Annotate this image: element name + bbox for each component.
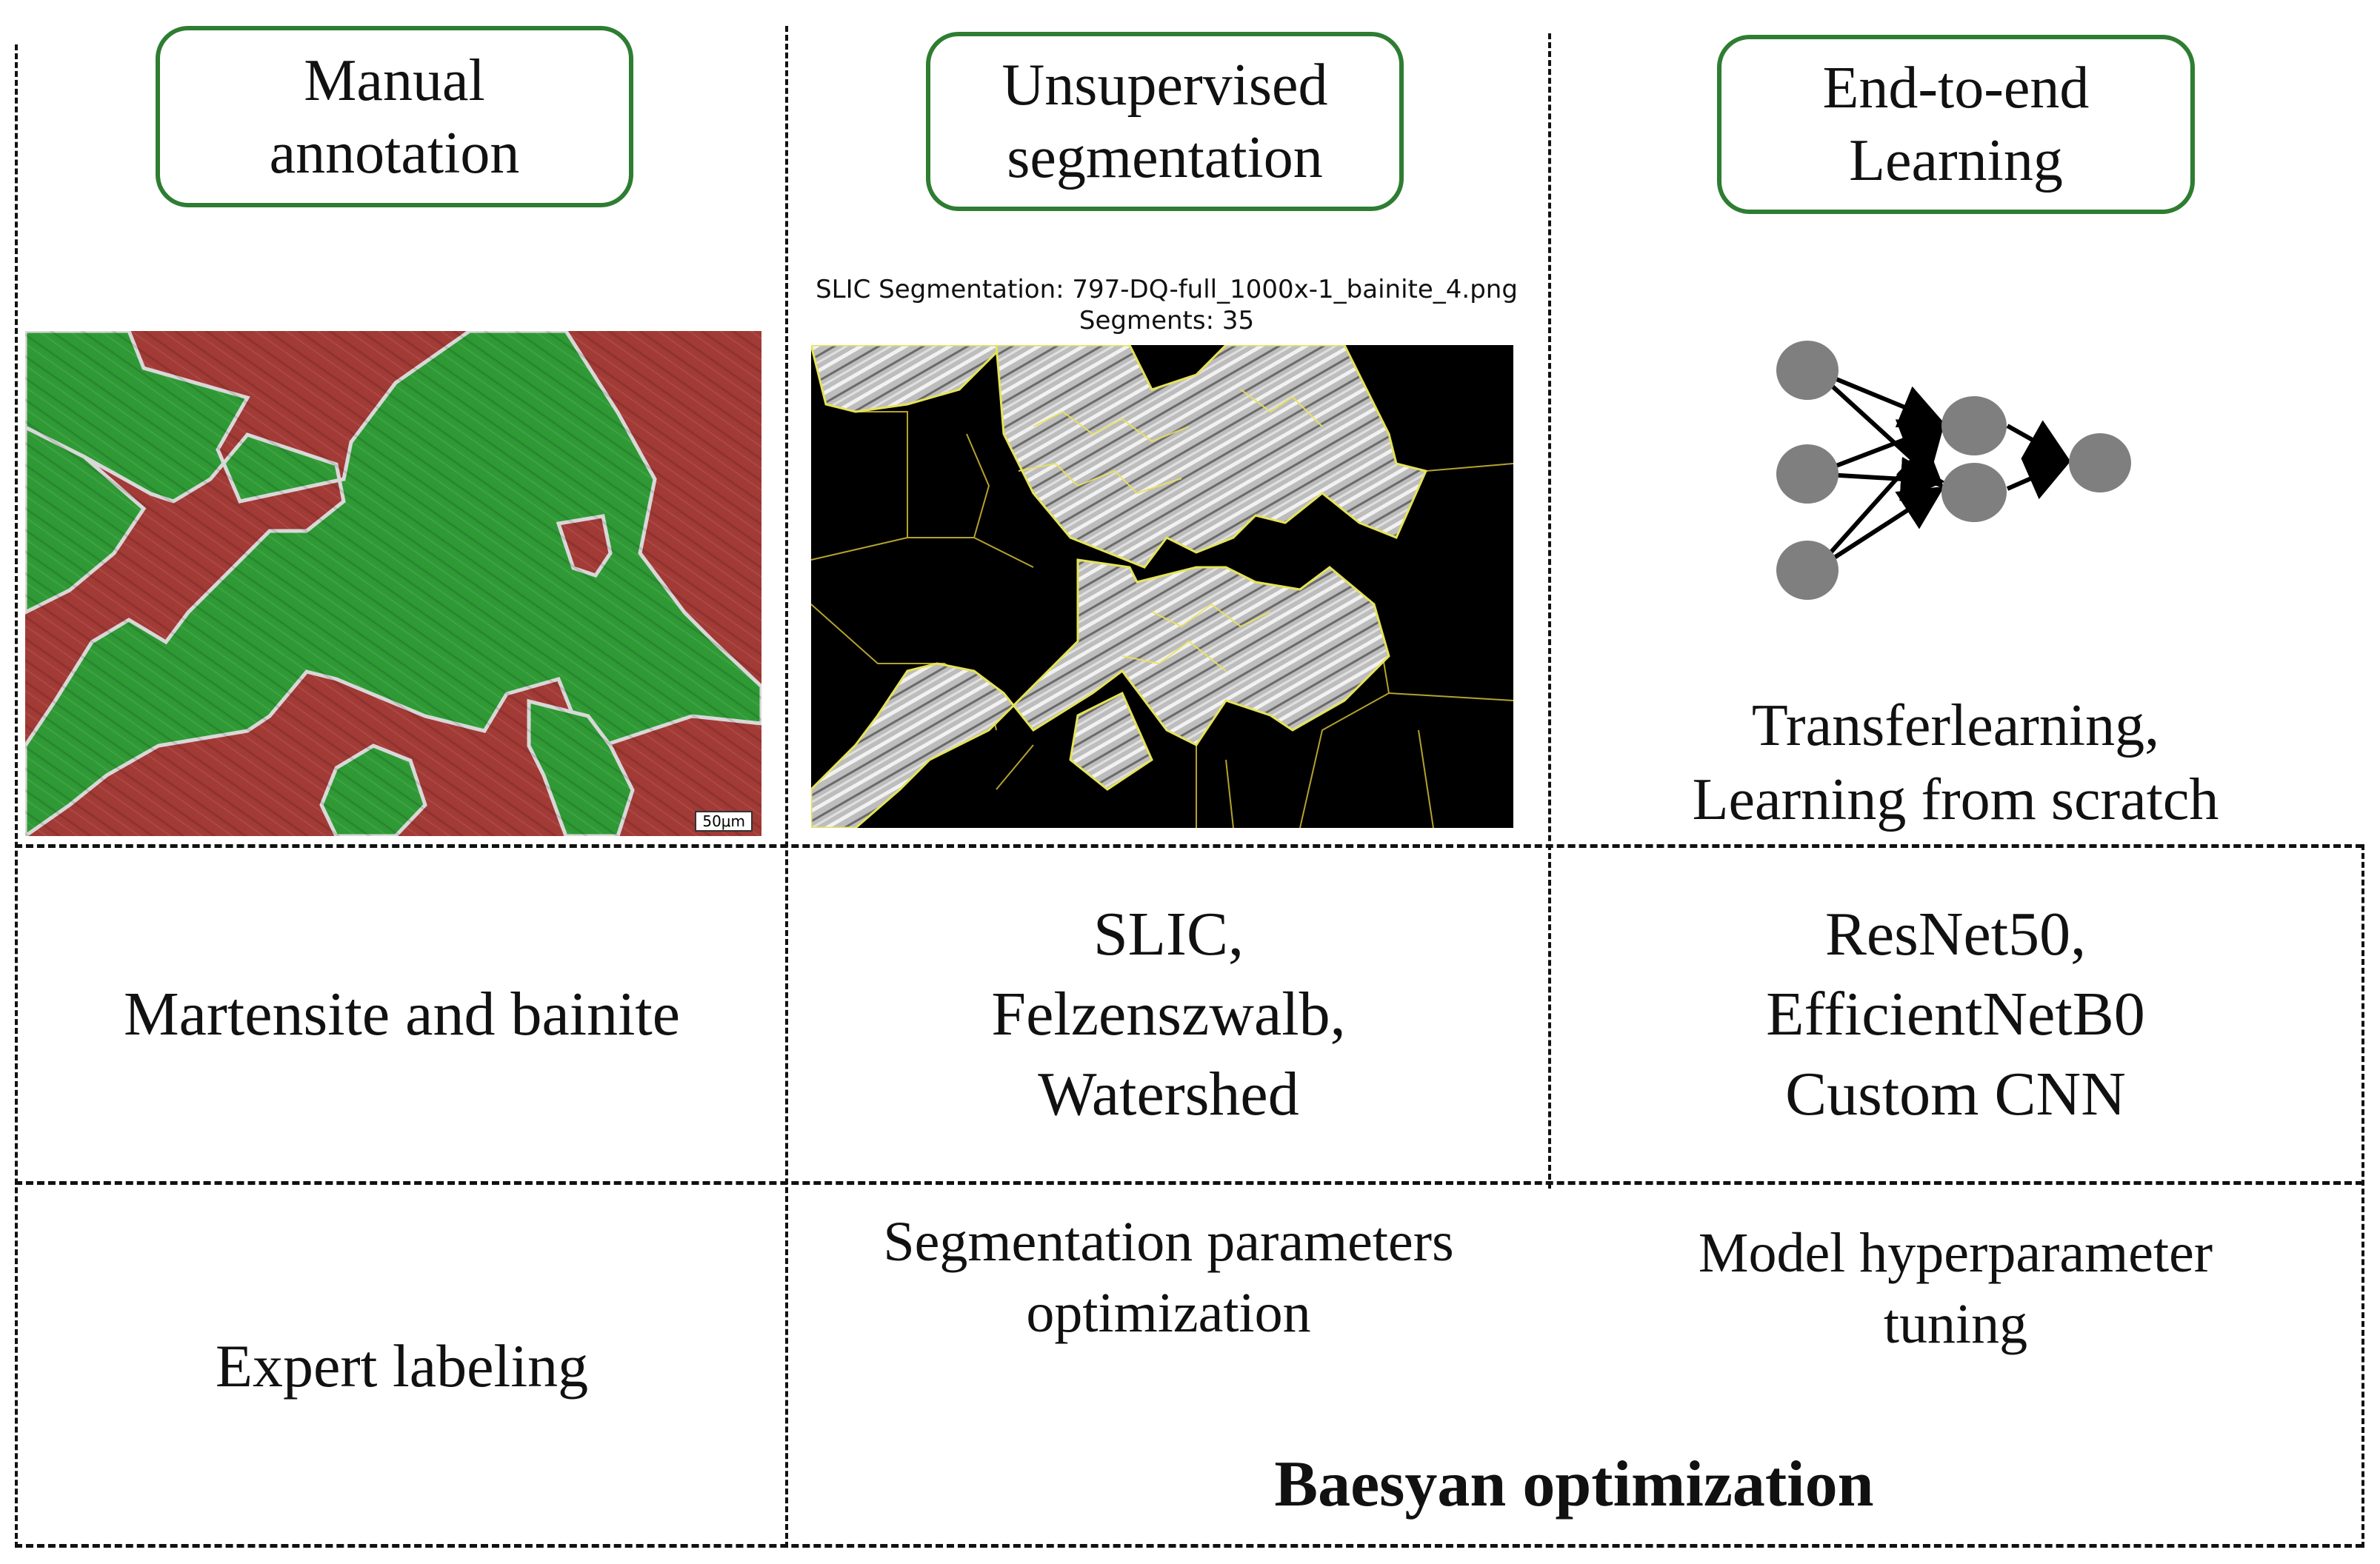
hidden-node-2 xyxy=(1941,463,2007,522)
row2-end-to-end: ResNet50, EfficientNetB0 Custom CNN xyxy=(1766,900,2145,1129)
divider-row2-row3 xyxy=(15,1181,2363,1185)
neural-network-icon xyxy=(1776,341,2131,600)
slic-plot-title-line2: Segments: 35 xyxy=(1079,306,1255,335)
input-node-1 xyxy=(1776,341,1839,400)
segment-texture-lines xyxy=(1018,389,1323,672)
row3-unsupervised: Segmentation parameters optimization xyxy=(883,1211,1454,1344)
manual-annotation-image: 50μm xyxy=(25,331,761,836)
input-node-3 xyxy=(1776,541,1839,600)
header-unsupervised-segmentation: Unsupervised segmentation xyxy=(926,32,1404,211)
bayesian-optimization-label: Baesyan optimization xyxy=(1274,1448,1874,1520)
scale-bar: 50μm xyxy=(695,811,753,832)
header-end-to-end-learning-label: End-to-end Learning xyxy=(1822,56,2090,193)
header-manual-annotation-label: Manual annotation xyxy=(269,47,520,186)
manual-annotation-map xyxy=(25,331,761,836)
row3-manual: Expert labeling xyxy=(215,1332,589,1400)
row2-manual: Martensite and bainite xyxy=(123,980,681,1049)
slic-segmentation-image xyxy=(811,345,1513,828)
divider-left xyxy=(15,44,18,1548)
neural-network-diagram xyxy=(1770,326,2141,622)
hidden-node-1 xyxy=(1941,396,2007,455)
output-node xyxy=(2069,433,2131,492)
divider-row1-row2 xyxy=(15,844,2363,848)
divider-right xyxy=(2361,844,2364,1548)
superpixel-boundaries xyxy=(811,411,1513,828)
row3-end-to-end: Model hyperparameter tuning xyxy=(1698,1222,2213,1355)
network-nodes xyxy=(1776,341,2131,600)
divider-bottom xyxy=(15,1544,2363,1548)
header-unsupervised-segmentation-label: Unsupervised segmentation xyxy=(1001,53,1328,190)
slic-plot-title: SLIC Segmentation: 797-DQ-full_1000x-1_b… xyxy=(793,274,1541,336)
header-manual-annotation: Manual annotation xyxy=(156,26,633,207)
network-caption: Transferlearning, Learning from scratch xyxy=(1692,693,2219,832)
network-connections xyxy=(1813,368,2071,572)
slic-segmentation-map xyxy=(811,345,1513,828)
retained-segments xyxy=(811,345,1428,828)
input-node-2 xyxy=(1776,444,1839,504)
divider-col1-col2 xyxy=(785,26,788,1548)
divider-col2-col3 xyxy=(1548,33,1551,1189)
header-end-to-end-learning: End-to-end Learning xyxy=(1717,35,2195,214)
slic-plot-title-line1: SLIC Segmentation: 797-DQ-full_1000x-1_b… xyxy=(816,275,1518,304)
microstructure-texture xyxy=(25,331,761,836)
row2-unsupervised: SLIC, Felzenszwalb, Watershed xyxy=(991,900,1346,1129)
